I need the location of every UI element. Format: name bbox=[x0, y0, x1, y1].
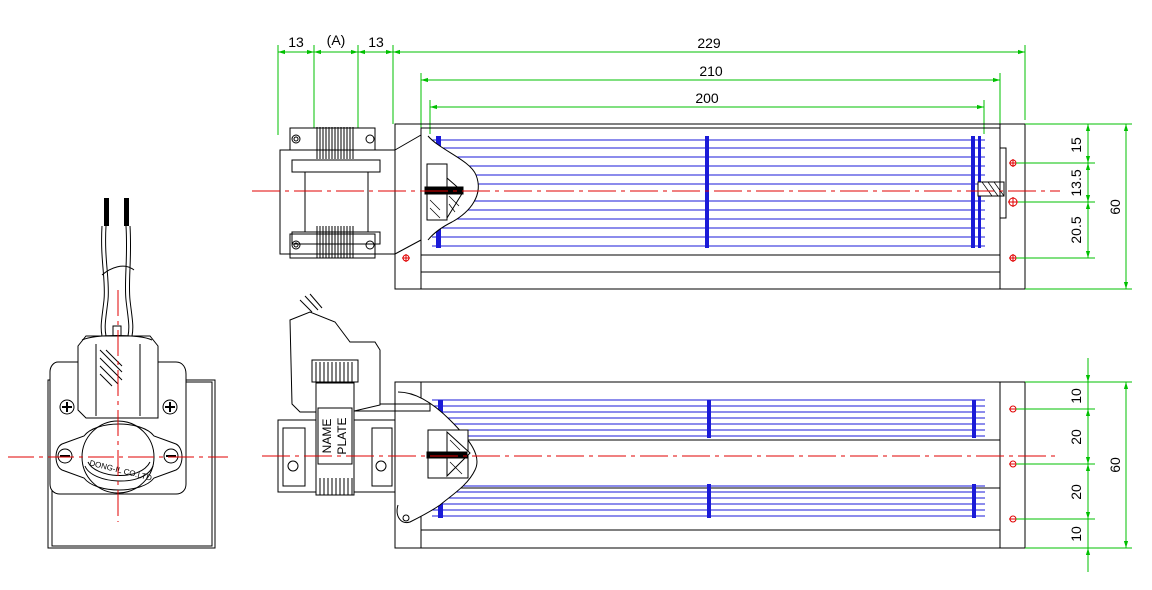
dim-13-right: 13 bbox=[368, 34, 384, 50]
dim-13-left: 13 bbox=[288, 34, 304, 50]
bottom-motor bbox=[277, 293, 396, 496]
side-view: DONG-IL CO.LTD bbox=[8, 198, 228, 549]
name-plate-line1: NAME bbox=[320, 419, 334, 454]
dim-20-5: 20.5 bbox=[1068, 216, 1084, 243]
dim-60-top: 60 bbox=[1107, 199, 1123, 215]
bottom-view: NAME PLATE 10 20 20 10 60 bbox=[262, 293, 1132, 572]
top-motor-coil-upper bbox=[316, 127, 354, 159]
dim-a: (A) bbox=[327, 32, 346, 48]
top-view: 13 (A) 13 229 210 200 bbox=[252, 32, 1132, 290]
dim-10-bottom: 10 bbox=[1068, 526, 1084, 542]
lead-wires bbox=[100, 198, 135, 337]
side-bracket bbox=[47, 335, 216, 549]
dim-10-top: 10 bbox=[1068, 388, 1084, 404]
side-screws bbox=[57, 399, 179, 464]
top-mounting-holes bbox=[402, 159, 1018, 262]
top-right-bearing bbox=[977, 147, 1007, 219]
top-right-dimension-lines bbox=[1016, 123, 1132, 290]
bottom-motor-coil bbox=[315, 362, 353, 495]
dim-20-b: 20 bbox=[1068, 484, 1084, 500]
dim-20-a: 20 bbox=[1068, 429, 1084, 445]
top-hub-cutaway bbox=[424, 135, 479, 241]
dim-200: 200 bbox=[695, 90, 719, 106]
bottom-mounting-holes bbox=[1009, 405, 1017, 523]
top-housing bbox=[394, 123, 1026, 290]
top-impeller-disc-mid bbox=[705, 136, 709, 248]
dim-60-bottom: 60 bbox=[1107, 457, 1123, 473]
top-motor-screws bbox=[291, 134, 375, 250]
dim-210: 210 bbox=[699, 63, 723, 79]
top-motor-coil-lower bbox=[316, 226, 354, 258]
bottom-housing bbox=[394, 381, 1026, 549]
bottom-disc-mid-lower bbox=[707, 484, 711, 518]
top-dimension-lines bbox=[277, 45, 1026, 135]
bottom-right-dimension-lines bbox=[1016, 358, 1132, 572]
bottom-disc-right-lower bbox=[972, 484, 976, 518]
bottom-hub-cutaway bbox=[396, 391, 478, 524]
top-impeller-disc-right-a bbox=[971, 136, 975, 248]
dim-15: 15 bbox=[1068, 137, 1084, 153]
dim-13-5: 13.5 bbox=[1068, 169, 1084, 196]
name-plate-line2: PLATE bbox=[335, 417, 349, 454]
bottom-disc-mid-upper bbox=[707, 400, 711, 438]
bottom-disc-right-upper bbox=[972, 400, 976, 438]
dim-229: 229 bbox=[697, 35, 721, 51]
name-plate: NAME PLATE bbox=[317, 407, 353, 465]
